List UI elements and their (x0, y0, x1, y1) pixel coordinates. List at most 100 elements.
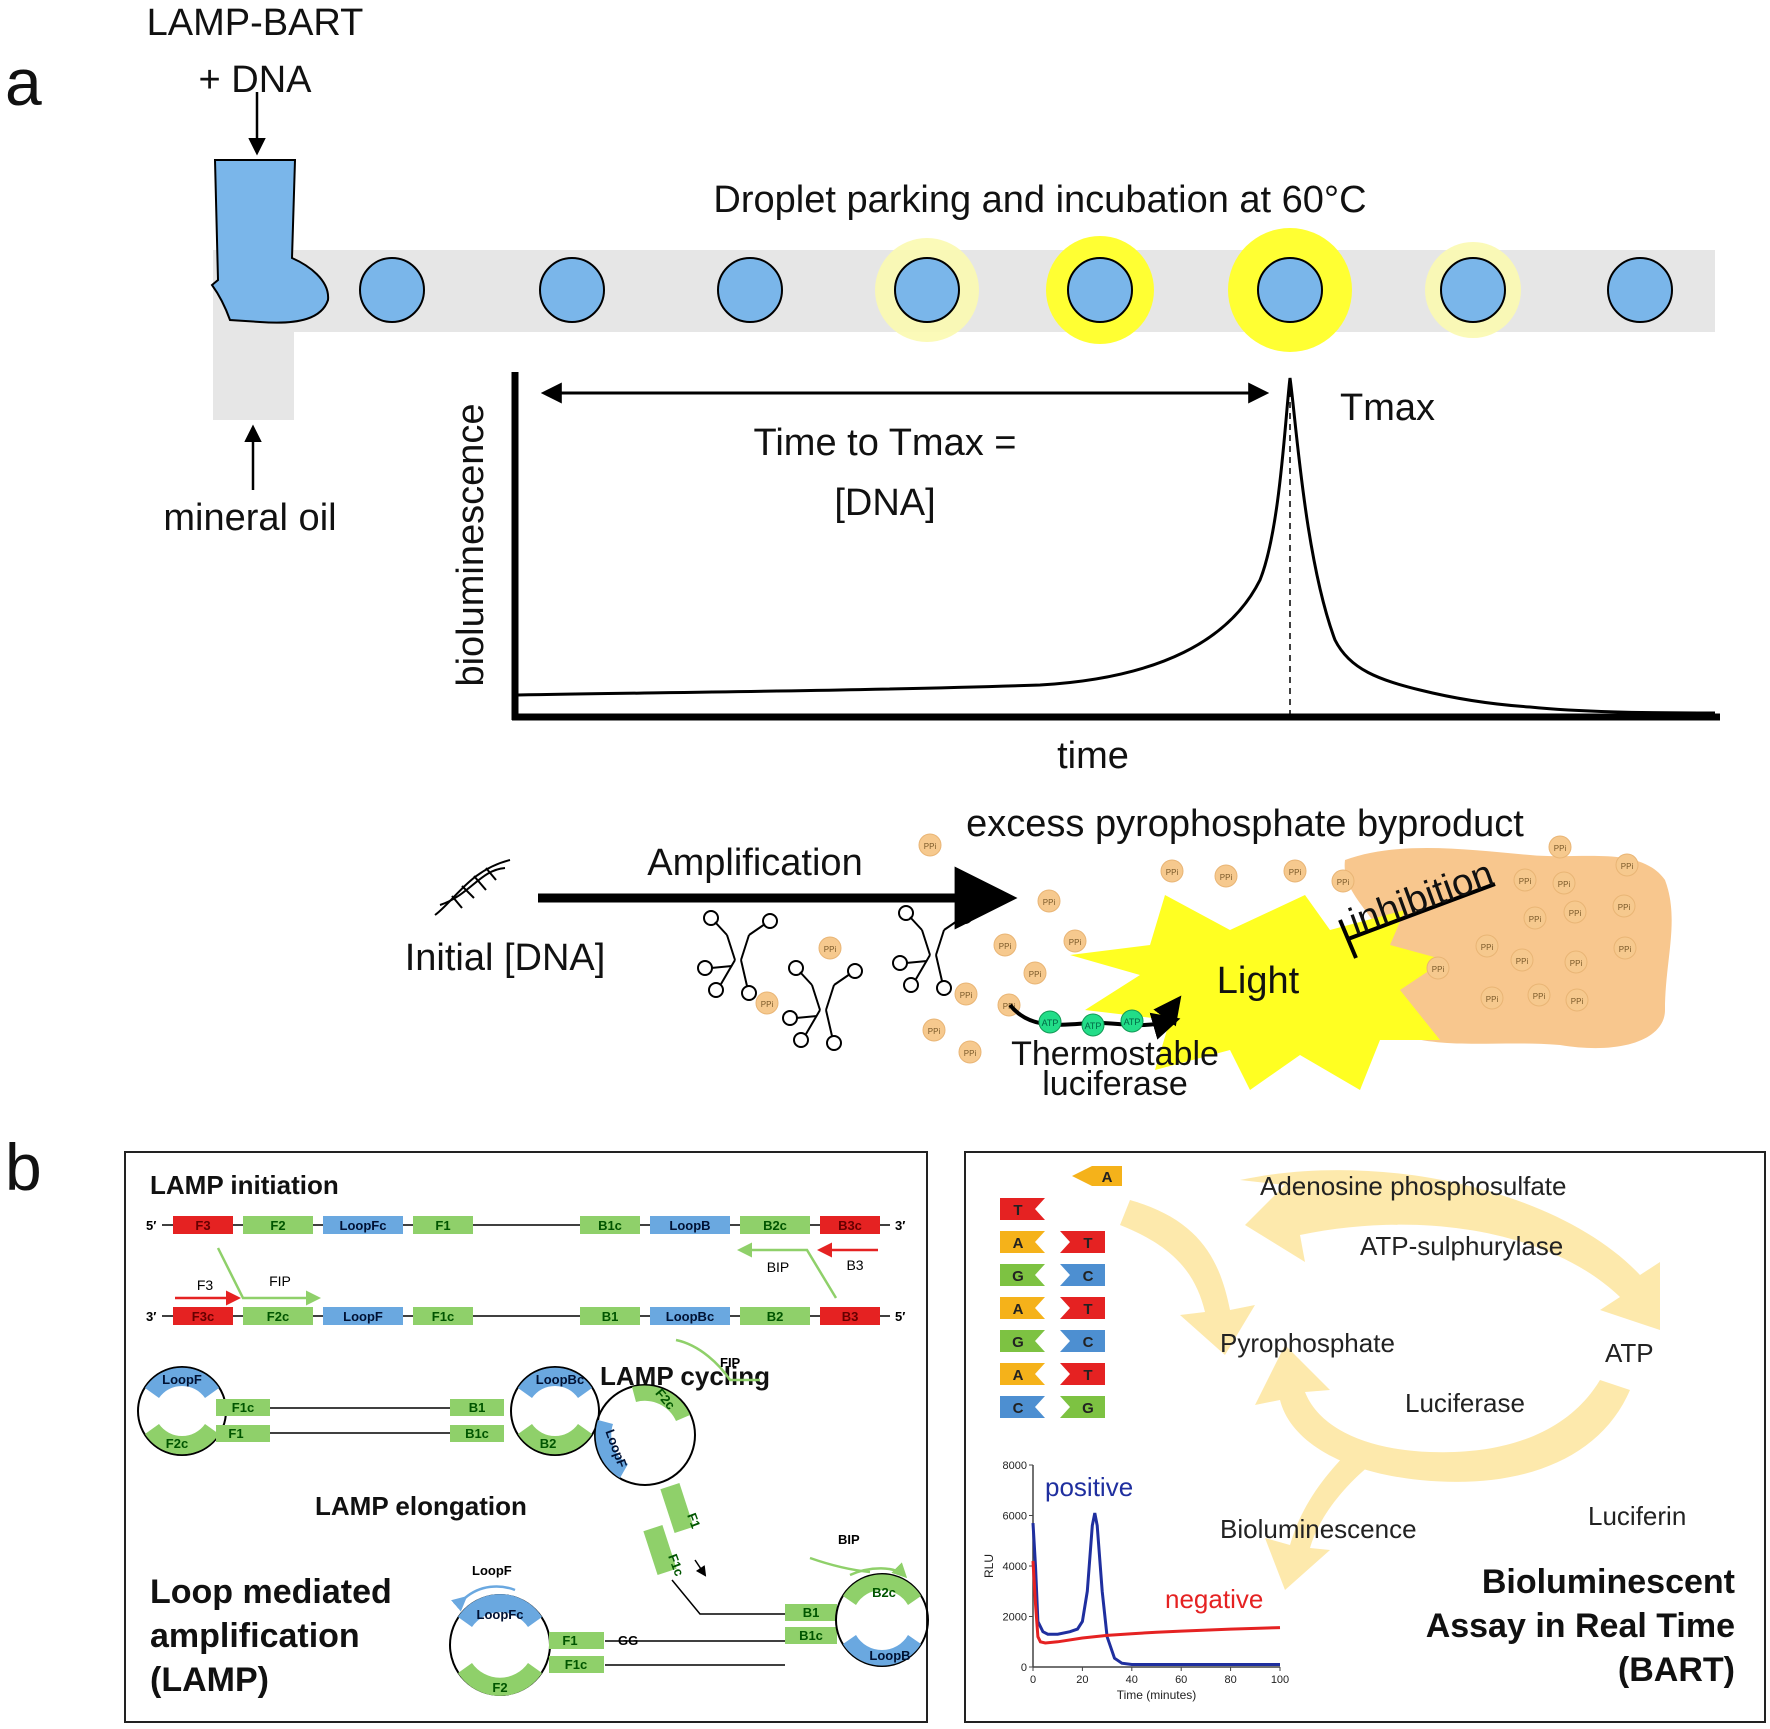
svg-text:LoopFc: LoopFc (477, 1607, 524, 1622)
x-axis-label: time (1057, 735, 1129, 777)
svg-text:B1c: B1c (465, 1426, 489, 1441)
svg-text:T: T (1083, 1367, 1092, 1384)
svg-text:3′: 3′ (895, 1218, 905, 1233)
base-pair: T (1000, 1198, 1045, 1220)
bart-bioluminescence-label: Bioluminescence (1220, 1514, 1417, 1544)
panel-a-letter: a (5, 45, 42, 119)
svg-text:T: T (1083, 1301, 1092, 1318)
amplification-label: Amplification (647, 842, 862, 884)
nucleotide-a-free: A (1072, 1166, 1122, 1186)
bart-aps-label: Adenosine phosphosulfate (1260, 1171, 1566, 1201)
lamp-title-line1: Loop mediated (150, 1573, 392, 1611)
svg-text:LoopFc: LoopFc (340, 1218, 387, 1233)
droplet (1607, 257, 1673, 323)
rlu-series-positive (1031, 1512, 1280, 1666)
droplet (894, 257, 960, 323)
rlu-legend-negative: negative (1165, 1584, 1263, 1614)
lamp-bottom-strand: 3′ 5′ F3c F2c LoopF F1c B1 LoopBc B2 B3 (146, 1307, 905, 1325)
pyrophosphate-aggregate (1344, 848, 1672, 1049)
svg-text:B1: B1 (469, 1400, 486, 1415)
dna-concentration-label: [DNA] (834, 482, 935, 524)
inhibition-line (1347, 882, 1496, 941)
bart-cycle-arrows (1120, 1170, 1660, 1590)
svg-text:LoopF: LoopF (472, 1563, 512, 1578)
svg-text:A: A (1013, 1301, 1024, 1318)
rlu-y-tick-label: 8000 (1003, 1460, 1027, 1472)
bart-title-line1: Bioluminescent (1482, 1563, 1735, 1601)
time-to-tmax-label: Time to Tmax = (754, 422, 1017, 464)
luciferase-label-line2: luciferase (1042, 1065, 1188, 1103)
rlu-y-tick-label: 0 (1021, 1662, 1027, 1674)
svg-text:5′: 5′ (895, 1309, 905, 1324)
inhibition-bar (1338, 919, 1358, 959)
svg-text:F3c: F3c (192, 1309, 214, 1324)
lamp-primers: F3 FIP BIP B3 (175, 1242, 878, 1306)
droplet (1440, 257, 1506, 323)
svg-text:BIP: BIP (838, 1532, 860, 1547)
svg-text:T: T (1013, 1202, 1022, 1219)
rlu-x-tick-label: 100 (1271, 1674, 1289, 1686)
lamp-cycling-label: LAMP cycling (600, 1361, 770, 1391)
svg-text:GG: GG (618, 1633, 638, 1648)
svg-text:T: T (1083, 1235, 1092, 1252)
svg-text:LoopF: LoopF (343, 1309, 383, 1324)
svg-text:ATP: ATP (1085, 1021, 1102, 1031)
svg-text:F1c: F1c (232, 1400, 254, 1415)
rlu-y-tick-label: 4000 (1003, 1561, 1027, 1573)
svg-text:F1c: F1c (665, 1552, 687, 1578)
svg-text:3′: 3′ (146, 1309, 156, 1324)
rlu-legend-positive: positive (1045, 1472, 1133, 1502)
svg-text:B2c: B2c (872, 1585, 896, 1600)
svg-text:A: A (1102, 1169, 1113, 1186)
rlu-x-tick-label: 80 (1224, 1674, 1236, 1686)
y-axis-label: bioluminescence (450, 403, 492, 686)
svg-text:B3c: B3c (838, 1218, 862, 1233)
rlu-x-label: Time (minutes) (1117, 1688, 1197, 1702)
svg-text:G: G (1012, 1268, 1024, 1285)
svg-text:FIP: FIP (720, 1355, 741, 1370)
svg-text:F1: F1 (562, 1633, 577, 1648)
bart-title-line2: Assay in Real Time (1426, 1607, 1735, 1645)
svg-text:ATP: ATP (1042, 1018, 1059, 1028)
svg-text:C: C (1013, 1400, 1024, 1417)
atp-molecules: ATP ATP ATP (1038, 1009, 1144, 1037)
rlu-y-tick-label: 6000 (1003, 1511, 1027, 1523)
svg-text:BIP: BIP (767, 1259, 790, 1275)
svg-text:C: C (1083, 1334, 1094, 1351)
droplet-generator (210, 159, 330, 324)
svg-text:LoopBc: LoopBc (536, 1372, 584, 1387)
bart-atp-label: ATP (1605, 1338, 1654, 1368)
svg-text:LoopF: LoopF (162, 1372, 202, 1387)
rlu-x-tick-label: 40 (1126, 1674, 1138, 1686)
svg-text:LoopB: LoopB (869, 1648, 910, 1663)
svg-text:B3: B3 (842, 1309, 859, 1324)
rlu-series-negative (1031, 1560, 1281, 1645)
svg-text:B1c: B1c (799, 1628, 823, 1643)
svg-text:LoopBc: LoopBc (666, 1309, 714, 1324)
channel-title: Droplet parking and incubation at 60°C (713, 179, 1366, 221)
bart-luciferase-label: Luciferase (1405, 1388, 1525, 1418)
lamp-title-line3: (LAMP) (150, 1661, 269, 1699)
svg-text:5′: 5′ (146, 1218, 156, 1233)
panel-b-letter: b (5, 1130, 42, 1204)
lamp-title-line2: amplification (150, 1617, 360, 1655)
rlu-y-label: RLU (982, 1554, 996, 1578)
dna-helix-icon (434, 859, 511, 916)
initial-dna-label: Initial [DNA] (405, 937, 606, 979)
lamp-initiation-label: LAMP initiation (150, 1170, 339, 1200)
svg-text:F2c: F2c (267, 1309, 289, 1324)
svg-text:C: C (1083, 1268, 1094, 1285)
svg-text:F3: F3 (195, 1218, 210, 1233)
bart-title-line3: (BART) (1618, 1651, 1735, 1689)
svg-text:A: A (1013, 1235, 1024, 1252)
svg-text:G: G (1082, 1400, 1094, 1417)
svg-text:F1: F1 (684, 1511, 703, 1530)
svg-text:B2: B2 (767, 1309, 784, 1324)
pyrophosphate-label: excess pyrophosphate byproduct (966, 803, 1524, 845)
